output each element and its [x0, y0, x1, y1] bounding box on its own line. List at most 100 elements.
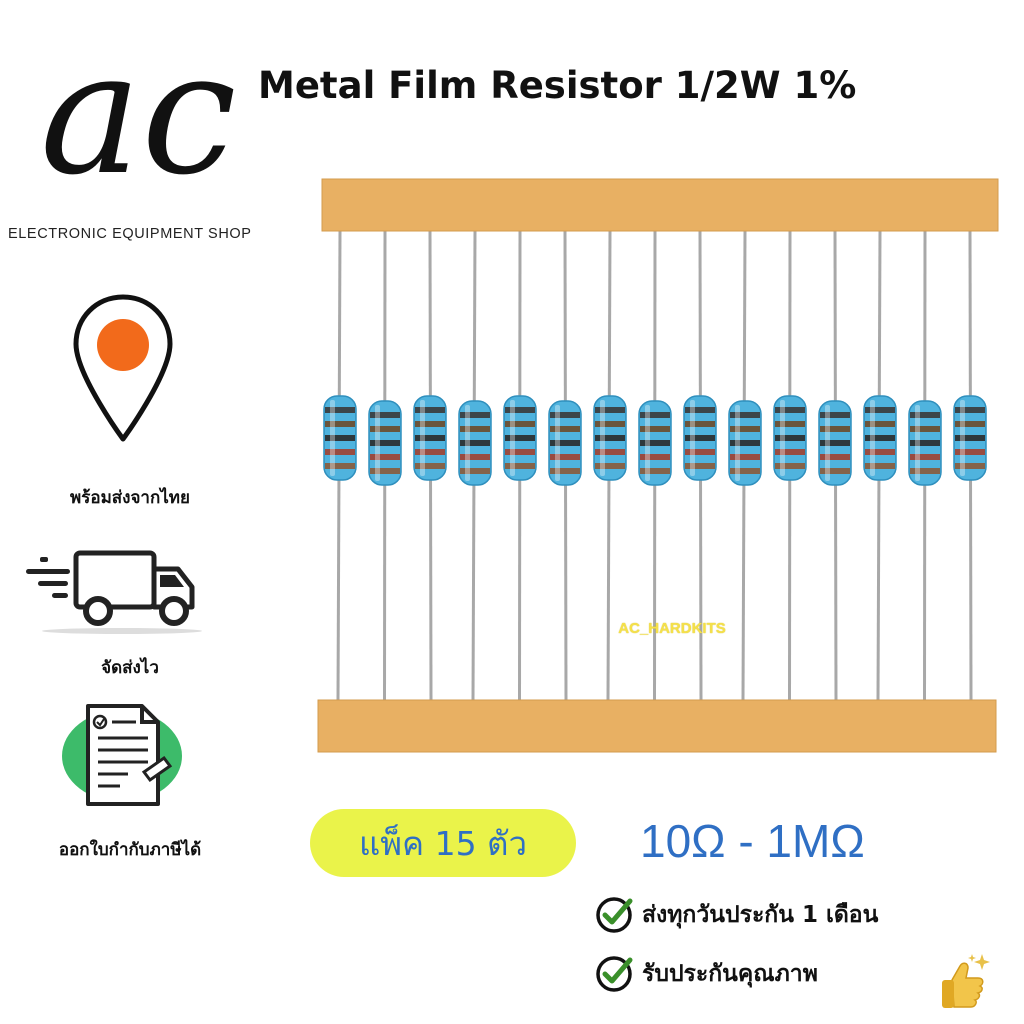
resistor-band: [955, 463, 985, 469]
feature-label-tax-invoice: ออกใบกำกับภาษีได้: [58, 840, 202, 860]
resistor-highlight: [690, 400, 695, 476]
resistor-band: [325, 435, 355, 441]
resistor-band: [910, 468, 940, 474]
resistor-band: [505, 463, 535, 469]
resistor-band: [775, 421, 805, 427]
resistor: [548, 400, 582, 486]
resistor-band: [730, 440, 760, 446]
resistor-band: [820, 426, 850, 432]
resistor: [413, 395, 447, 481]
resistor-highlight: [780, 400, 785, 476]
pack-quantity-label: แพ็ค 15 ตัว: [358, 823, 528, 863]
resistor-highlight: [330, 400, 335, 476]
resistor-band: [640, 454, 670, 460]
resistor-band: [865, 449, 895, 455]
resistor: [728, 400, 762, 486]
resistor-band: [730, 426, 760, 432]
guarantee-text-quality: รับประกันคุณภาพ: [642, 961, 818, 987]
resistor-band: [325, 421, 355, 427]
resistor-band: [595, 435, 625, 441]
resistor-band: [370, 412, 400, 418]
resistor: [458, 400, 492, 486]
resistor-band: [865, 421, 895, 427]
resistor-highlight: [915, 405, 920, 481]
resistor-band: [820, 468, 850, 474]
resistor-band: [685, 435, 715, 441]
resistor-band: [550, 412, 580, 418]
resistor-band: [865, 435, 895, 441]
resistor-band: [955, 449, 985, 455]
pack-quantity-badge: แพ็ค 15 ตัว: [310, 809, 576, 877]
brand-tagline: ELECTRONIC EQUIPMENT SHOP: [8, 226, 252, 242]
product-watermark: AC_HARDKITS: [618, 620, 726, 637]
resistor: [323, 395, 357, 481]
resistor-band: [595, 449, 625, 455]
resistor-highlight: [420, 400, 425, 476]
brand-logo: ac: [40, 22, 237, 212]
resistor-band: [550, 468, 580, 474]
resistor-highlight: [555, 405, 560, 481]
resistor-band: [370, 426, 400, 432]
resistor-band: [865, 463, 895, 469]
resistor-band: [820, 454, 850, 460]
resistor: [683, 395, 717, 481]
resistor-band: [325, 449, 355, 455]
resistor-highlight: [465, 405, 470, 481]
resistor: [953, 395, 987, 481]
resistor-band: [325, 463, 355, 469]
resistor-highlight: [870, 400, 875, 476]
resistor-band: [595, 421, 625, 427]
check-icon: [596, 956, 633, 992]
resistor-band: [730, 468, 760, 474]
resistor-band: [685, 449, 715, 455]
resistor-band: [730, 412, 760, 418]
resistor-band: [775, 435, 805, 441]
resistor-band: [685, 463, 715, 469]
resistor-band: [775, 463, 805, 469]
resistor-band: [640, 412, 670, 418]
resistor-band: [550, 426, 580, 432]
resistor-band: [370, 468, 400, 474]
resistor-band: [370, 454, 400, 460]
resistor-highlight: [375, 405, 380, 481]
product-title: Metal Film Resistor 1/2W 1%: [258, 64, 857, 107]
resistor-band: [910, 412, 940, 418]
resistor: [593, 395, 627, 481]
resistance-range: 10Ω - 1MΩ: [640, 815, 865, 867]
guarantee-text-daily-shipping: ส่งทุกวันประกัน 1 เดือน: [642, 902, 879, 928]
resistor-band: [460, 454, 490, 460]
resistor: [773, 395, 807, 481]
resistor-band: [415, 421, 445, 427]
resistor-band: [595, 407, 625, 413]
resistor-band: [415, 463, 445, 469]
guarantee-row-daily-shipping: ส่งทุกวันประกัน 1 เดือน: [594, 893, 878, 937]
resistor-band: [910, 454, 940, 460]
resistor-band: [955, 407, 985, 413]
resistor-band: [415, 435, 445, 441]
resistor: [908, 400, 942, 486]
resistor-band: [595, 463, 625, 469]
resistor: [863, 395, 897, 481]
resistor: [638, 400, 672, 486]
resistor-band: [550, 454, 580, 460]
resistor-band: [865, 407, 895, 413]
resistor-band: [415, 449, 445, 455]
resistor-band: [415, 407, 445, 413]
resistor-highlight: [600, 400, 605, 476]
resistor-band: [955, 435, 985, 441]
resistor-band: [460, 468, 490, 474]
resistor-band: [505, 407, 535, 413]
resistor-band: [505, 435, 535, 441]
check-icon: [596, 897, 633, 933]
resistor-band: [685, 421, 715, 427]
resistor-product-photo: [317, 178, 999, 753]
resistor-band: [370, 440, 400, 446]
resistor: [818, 400, 852, 486]
resistor-band: [640, 468, 670, 474]
bottom-tape: [317, 699, 997, 753]
feature-label-ship-from-thailand: พร้อมส่งจากไทย: [70, 488, 190, 508]
resistor-band: [640, 440, 670, 446]
resistor-band: [820, 440, 850, 446]
delivery-truck-icon: [26, 550, 202, 634]
thumbs-up-icon: [942, 954, 990, 1008]
